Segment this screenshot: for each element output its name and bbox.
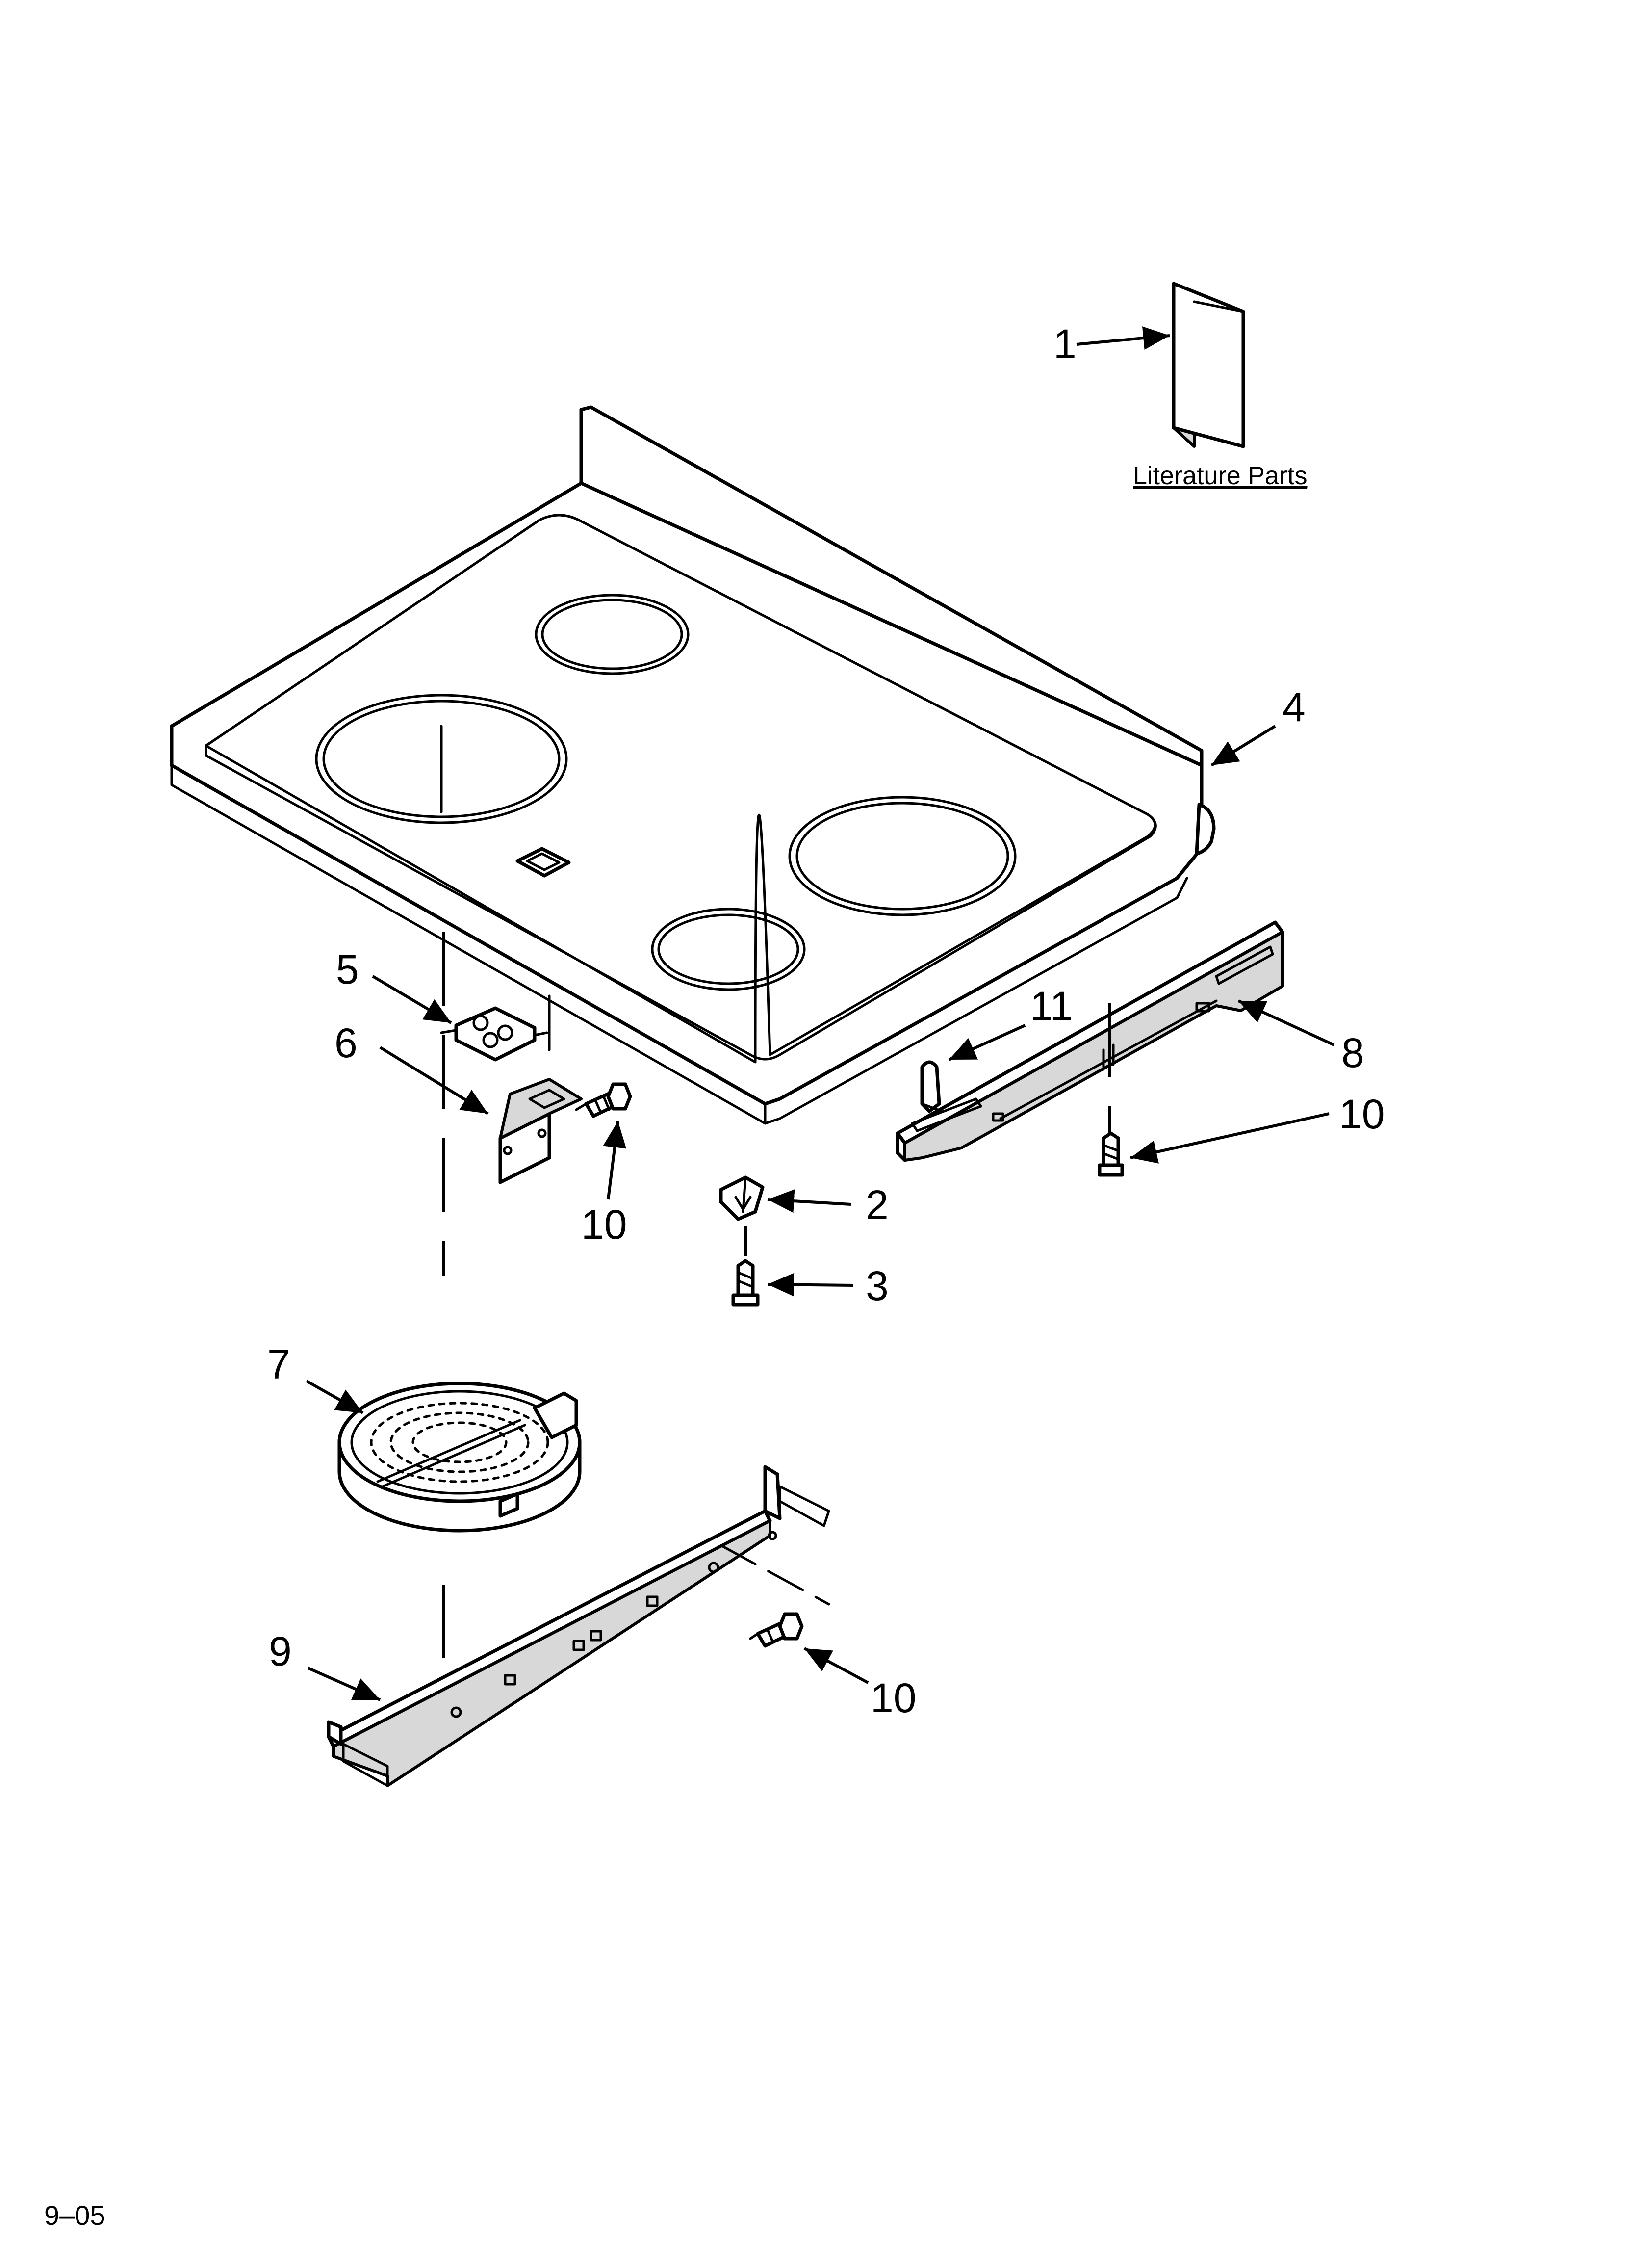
callout-10-right: 10 [1339, 1091, 1385, 1137]
callout-2: 2 [866, 1182, 889, 1228]
callout-11: 11 [1030, 983, 1073, 1029]
callout-10-lower: 10 [871, 1675, 916, 1721]
radiant-surface-element [337, 1382, 582, 1533]
callout-5: 5 [336, 946, 359, 992]
screw-10-right [1098, 1131, 1124, 1177]
element-support-bracket [327, 1465, 830, 1787]
callout-9: 9 [269, 1628, 292, 1674]
terminal-block [440, 1006, 548, 1062]
callout-1: 1 [1053, 321, 1077, 367]
callout-10-upper-left: 10 [581, 1201, 627, 1248]
cooktop-main-top [170, 405, 1216, 1125]
side-rail [896, 920, 1284, 1162]
footer-code: 9–05 [44, 2200, 105, 2231]
callout-8: 8 [1341, 1030, 1364, 1076]
screw-10-lower [749, 1612, 804, 1648]
literature-parts-label: Literature Parts [1133, 462, 1308, 490]
callout-4: 4 [1283, 684, 1306, 730]
wire-clip [920, 1060, 943, 1113]
callout-3: 3 [866, 1263, 889, 1309]
literature-booklet [1172, 282, 1245, 448]
spring-clip [719, 1175, 765, 1221]
callout-7: 7 [267, 1341, 290, 1387]
callout-6: 6 [334, 1020, 358, 1066]
mounting-bracket [498, 1078, 583, 1184]
screw-10-upper-left [575, 1082, 632, 1118]
screw-3 [731, 1259, 760, 1307]
